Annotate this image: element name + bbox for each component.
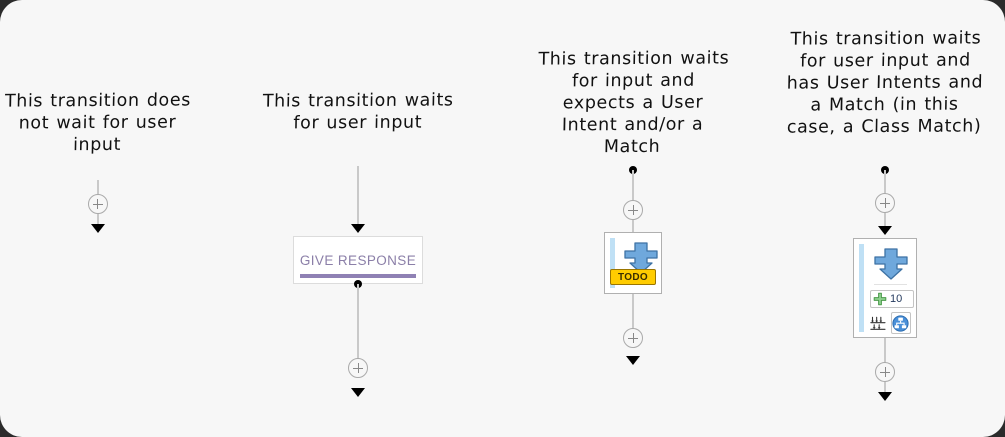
edge-line-2b bbox=[357, 284, 359, 360]
edge-line-3b bbox=[632, 294, 634, 348]
intent-node-3[interactable]: TODO bbox=[604, 232, 662, 294]
give-response-label: GIVE RESPONSE bbox=[299, 252, 417, 268]
caption-text-4: This transition waits for user input and… bbox=[786, 28, 984, 138]
match-icon[interactable] bbox=[870, 315, 887, 332]
edge-arrowhead-1 bbox=[90, 224, 105, 233]
todo-badge-3: TODO bbox=[610, 269, 656, 285]
node-accent-bar-4 bbox=[859, 244, 864, 332]
give-response-node[interactable]: GIVE RESPONSE bbox=[293, 236, 423, 284]
node-icon-row bbox=[870, 312, 911, 334]
intent-node-body-3 bbox=[621, 238, 658, 288]
user-intent-count-chip[interactable]: 10 bbox=[870, 290, 914, 308]
edge-arrowhead-2b bbox=[351, 388, 365, 397]
transition-column-4: This transition waits for user input and… bbox=[785, 0, 985, 437]
transition-column-1: This transition does not wait for user i… bbox=[0, 0, 195, 437]
add-step-button-3a[interactable] bbox=[623, 200, 643, 220]
edge-arrowhead-3b bbox=[626, 356, 640, 365]
down-arrow-icon bbox=[873, 248, 908, 280]
add-step-button-3b[interactable] bbox=[623, 328, 643, 348]
user-intent-count: 10 bbox=[890, 293, 903, 305]
caption-text-3: This transition waits for input and expe… bbox=[538, 48, 730, 158]
caption-text-1: This transition does not wait for user i… bbox=[4, 90, 192, 156]
edge-line-2a bbox=[357, 166, 359, 228]
transition-column-3: This transition waits for input and expe… bbox=[533, 0, 733, 437]
response-accent-bar bbox=[300, 274, 416, 278]
down-arrow-icon bbox=[624, 242, 658, 274]
class-match-icon bbox=[892, 314, 909, 332]
todo-badge-label: TODO bbox=[618, 271, 648, 283]
edge-arrowhead-2a bbox=[351, 224, 365, 233]
intent-node-4[interactable]: 10 bbox=[853, 238, 917, 338]
add-step-button-4a[interactable] bbox=[875, 193, 895, 213]
transition-column-2: This transition waits for user input GIV… bbox=[258, 0, 458, 437]
node-divider bbox=[874, 284, 907, 285]
intent-node-body-4: 10 bbox=[870, 244, 914, 334]
caption-text-2: This transition waits for user input bbox=[262, 90, 454, 134]
add-step-button-1[interactable] bbox=[87, 194, 108, 214]
plus-icon bbox=[873, 292, 887, 306]
add-step-button-2[interactable] bbox=[348, 358, 368, 378]
edge-arrowhead-4a bbox=[878, 226, 892, 235]
edge-arrowhead-4b bbox=[878, 392, 892, 401]
node-accent-bar-3 bbox=[610, 238, 615, 288]
class-match-icon-box[interactable] bbox=[890, 312, 911, 334]
add-step-button-4b[interactable] bbox=[875, 362, 895, 382]
